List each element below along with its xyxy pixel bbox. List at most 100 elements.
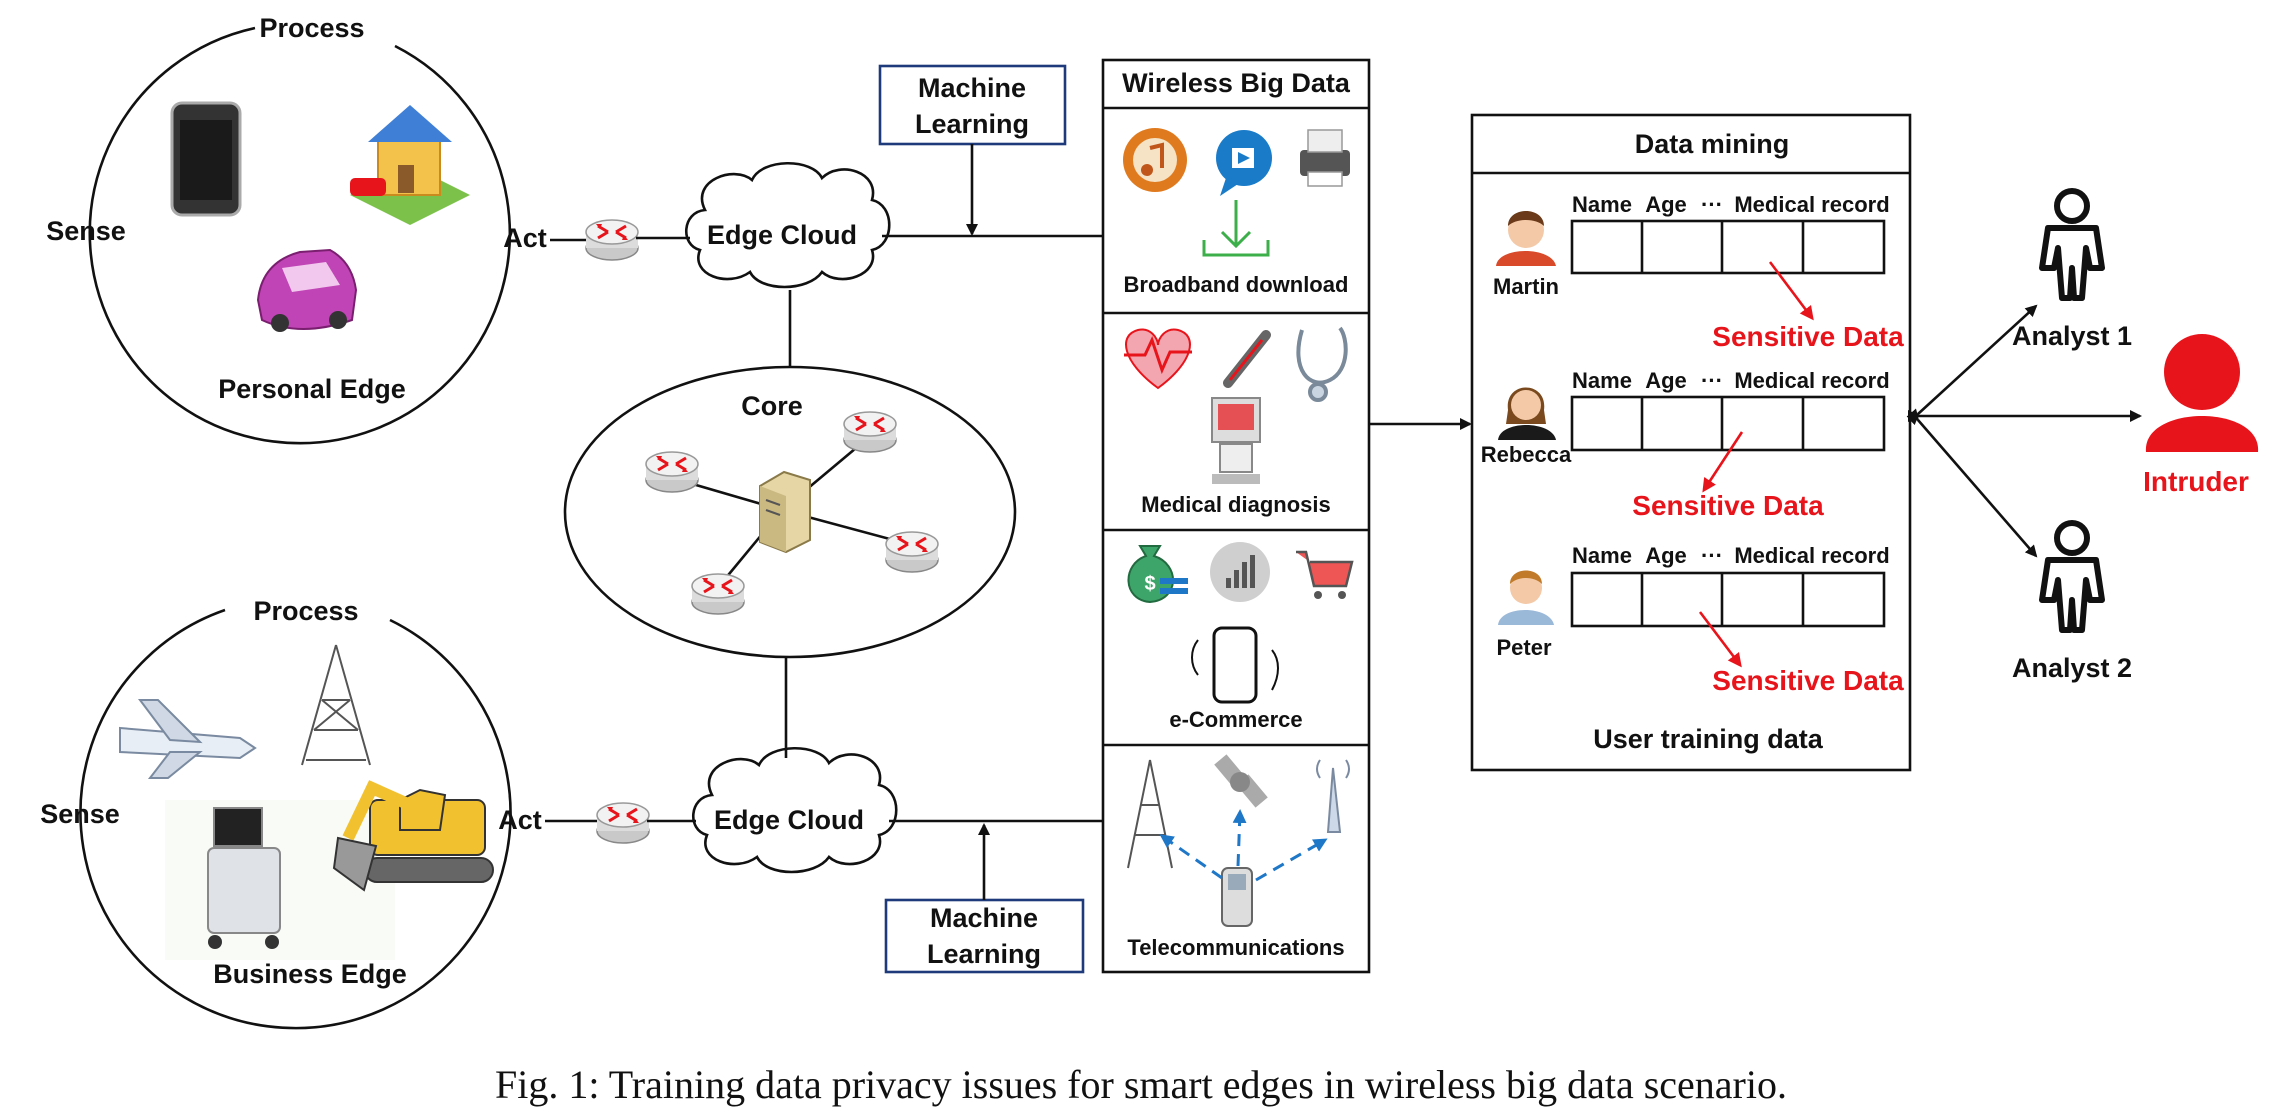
personal-edge-group: Process Sense Act Personal Edge bbox=[46, 13, 547, 445]
personal-process-label: Process bbox=[259, 13, 364, 43]
smartphone-icon bbox=[170, 101, 242, 217]
business-edge-label: Business Edge bbox=[213, 959, 407, 989]
wireless-section-medical: Medical diagnosis bbox=[1141, 492, 1331, 517]
business-process-label: Process bbox=[253, 596, 358, 626]
tower-icon bbox=[301, 644, 371, 766]
svg-text:$: $ bbox=[1144, 573, 1155, 595]
telecom-arrow-tower bbox=[1159, 834, 1223, 880]
stethoscope-icon bbox=[1296, 326, 1348, 402]
svg-text:Martin: Martin bbox=[1493, 274, 1559, 299]
avatar-martin bbox=[1496, 211, 1556, 266]
video-icon bbox=[1216, 130, 1272, 196]
router-icon bbox=[644, 450, 700, 494]
svg-text:Peter: Peter bbox=[1496, 635, 1551, 660]
svg-text:Intruder: Intruder bbox=[2143, 466, 2249, 497]
download-icon bbox=[1202, 200, 1270, 257]
machine-learning-box-bottom: Machine Learning bbox=[884, 898, 1085, 974]
user-record-rebecca: Name Age ··· Medical record Rebecca Sens… bbox=[1481, 368, 1890, 521]
personal-edge-circle bbox=[88, 26, 512, 445]
svg-text:Medical record: Medical record bbox=[1734, 192, 1889, 217]
svg-text:Machine: Machine bbox=[918, 73, 1026, 103]
analyst-2-figure: Analyst 2 bbox=[2012, 523, 2132, 683]
mobile-phone-icon bbox=[1191, 626, 1279, 704]
edge-cloud-bottom: Edge Cloud bbox=[691, 746, 898, 874]
personal-edge-label: Personal Edge bbox=[218, 374, 406, 404]
router-icon bbox=[884, 530, 940, 574]
svg-text:Rebecca: Rebecca bbox=[1481, 442, 1572, 467]
signal-bars-icon bbox=[1210, 542, 1270, 602]
business-edge-group: Process Sense Act Business Edge bbox=[40, 596, 542, 1030]
svg-text:Machine: Machine bbox=[930, 903, 1038, 933]
heartbeat-icon bbox=[1124, 328, 1192, 390]
user-training-data-label: User training data bbox=[1593, 724, 1824, 754]
car-icon bbox=[256, 248, 358, 332]
router-icon bbox=[584, 218, 640, 262]
svg-text:Medical record: Medical record bbox=[1734, 368, 1889, 393]
svg-text:Medical record: Medical record bbox=[1734, 543, 1889, 568]
analyst2-arrow bbox=[1906, 408, 2038, 558]
svg-text:Name: Name bbox=[1572, 368, 1632, 393]
router-icon bbox=[595, 801, 651, 845]
avatar-rebecca bbox=[1498, 387, 1556, 440]
svg-text:Learning: Learning bbox=[915, 109, 1029, 139]
server-icon bbox=[759, 470, 811, 554]
machine-learning-box-top: Machine Learning bbox=[878, 64, 1067, 146]
svg-text:···: ··· bbox=[1701, 543, 1723, 568]
analyst1-arrow bbox=[1906, 304, 2038, 426]
wireless-section-broadband: Broadband download bbox=[1124, 272, 1349, 297]
svg-text:···: ··· bbox=[1701, 192, 1723, 217]
wireless-section-ecommerce: e-Commerce bbox=[1169, 707, 1302, 732]
svg-text:Learning: Learning bbox=[927, 939, 1041, 969]
svg-text:Analyst 2: Analyst 2 bbox=[2012, 653, 2132, 683]
sensitive-data-label: Sensitive Data bbox=[1712, 321, 1904, 352]
core-label: Core bbox=[741, 391, 803, 421]
personal-act-label: Act bbox=[503, 223, 547, 253]
thermometer-icon bbox=[1223, 330, 1271, 388]
router-icon bbox=[690, 572, 746, 616]
house-icon bbox=[350, 105, 470, 225]
satellite-icon bbox=[1214, 754, 1268, 808]
svg-text:Age: Age bbox=[1645, 192, 1687, 217]
router-icon bbox=[842, 410, 898, 454]
telecom-arrow-antenna bbox=[1255, 838, 1328, 882]
telecom-arrow-satellite bbox=[1232, 809, 1247, 867]
handset-icon bbox=[1221, 867, 1253, 927]
sensitive-data-label: Sensitive Data bbox=[1712, 665, 1904, 696]
data-mining-title: Data mining bbox=[1635, 129, 1790, 159]
svg-text:Age: Age bbox=[1645, 543, 1687, 568]
core-network: Core bbox=[563, 365, 1017, 659]
antenna-icon bbox=[1316, 759, 1350, 833]
svg-text:Name: Name bbox=[1572, 543, 1632, 568]
excavator-icon bbox=[332, 780, 494, 892]
edge-cloud-top-label: Edge Cloud bbox=[707, 220, 857, 250]
sensitive-data-label: Sensitive Data bbox=[1632, 490, 1824, 521]
svg-text:Name: Name bbox=[1572, 192, 1632, 217]
edge-cloud-bottom-label: Edge Cloud bbox=[714, 805, 864, 835]
wireless-title: Wireless Big Data bbox=[1122, 68, 1351, 98]
analyst-1-figure: Analyst 1 bbox=[2012, 191, 2132, 351]
money-bag-icon: $ bbox=[1127, 545, 1188, 604]
business-sense-label: Sense bbox=[40, 799, 120, 829]
printer-icon bbox=[1300, 129, 1350, 187]
medical-monitor-icon bbox=[1211, 397, 1261, 484]
cell-tower-icon bbox=[1127, 759, 1173, 869]
wireless-section-telecom: Telecommunications bbox=[1127, 935, 1344, 960]
shopping-cart-icon bbox=[1296, 550, 1354, 599]
edge-cloud-top: Edge Cloud bbox=[684, 161, 891, 289]
avatar-peter bbox=[1498, 570, 1554, 625]
business-edge-circle bbox=[79, 608, 512, 1030]
svg-text:···: ··· bbox=[1701, 368, 1723, 393]
intruder-figure: Intruder bbox=[2143, 334, 2259, 497]
figure-caption: Fig. 1: Training data privacy issues for… bbox=[495, 1062, 1787, 1107]
business-act-label: Act bbox=[498, 805, 542, 835]
user-record-martin: Name Age ··· Medical record Martin Sensi… bbox=[1493, 192, 1904, 352]
data-mining-panel: Data mining Name Age ··· Medical record … bbox=[1470, 113, 1912, 772]
airplane-icon bbox=[119, 699, 257, 779]
personal-sense-label: Sense bbox=[46, 216, 126, 246]
music-icon bbox=[1123, 128, 1187, 192]
svg-text:Age: Age bbox=[1645, 368, 1687, 393]
wireless-big-data-panel: Wireless Big Data Broadband download bbox=[1101, 58, 1371, 974]
svg-text:Analyst 1: Analyst 1 bbox=[2012, 321, 2132, 351]
user-record-peter: Name Age ··· Medical record Peter Sensit… bbox=[1496, 543, 1904, 696]
